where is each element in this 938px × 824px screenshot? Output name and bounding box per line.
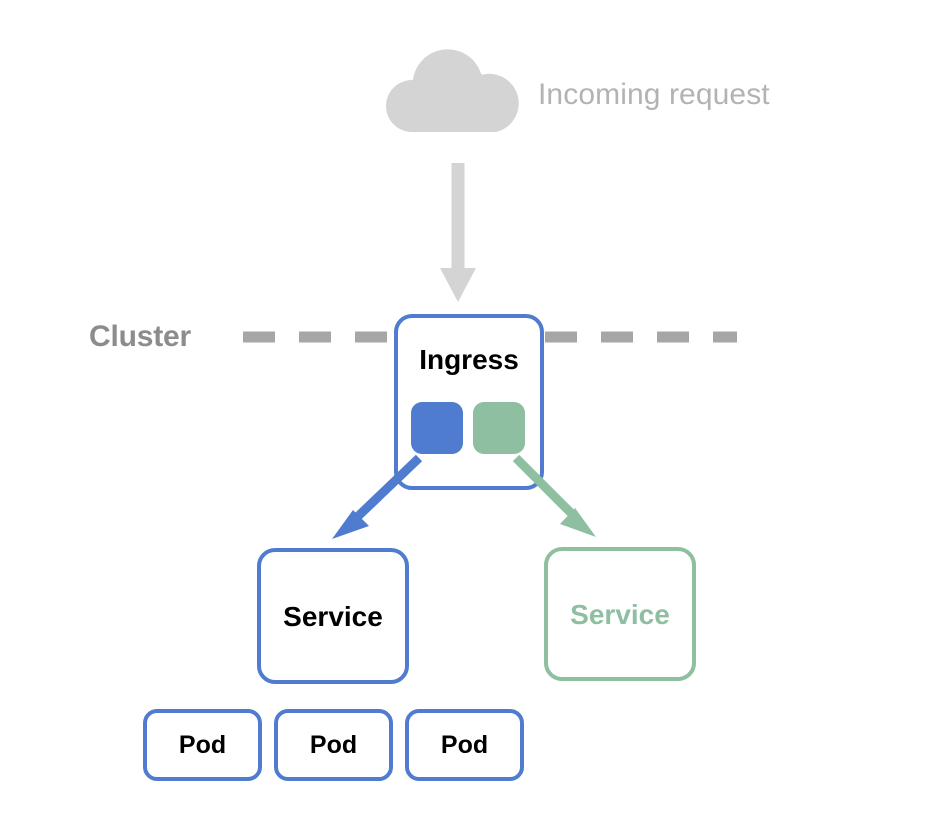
incoming-request-label: Incoming request (538, 78, 770, 111)
service-green-label: Service (570, 599, 670, 630)
ingress-label: Ingress (419, 344, 519, 375)
cloud-icon (386, 49, 519, 133)
pod-2-label: Pod (309, 730, 358, 759)
arrow-ingress-to-service-blue (332, 454, 423, 539)
ingress-port-blue[interactable] (411, 402, 463, 454)
arrow-incoming (440, 163, 476, 302)
cluster-label: Cluster (89, 320, 191, 353)
ingress-port-green[interactable] (473, 402, 525, 454)
pod-1-label: Pod (178, 730, 227, 759)
arrow-ingress-to-service-green (512, 454, 596, 537)
pod-3-label: Pod (440, 730, 489, 759)
service-blue-label: Service (283, 601, 383, 632)
